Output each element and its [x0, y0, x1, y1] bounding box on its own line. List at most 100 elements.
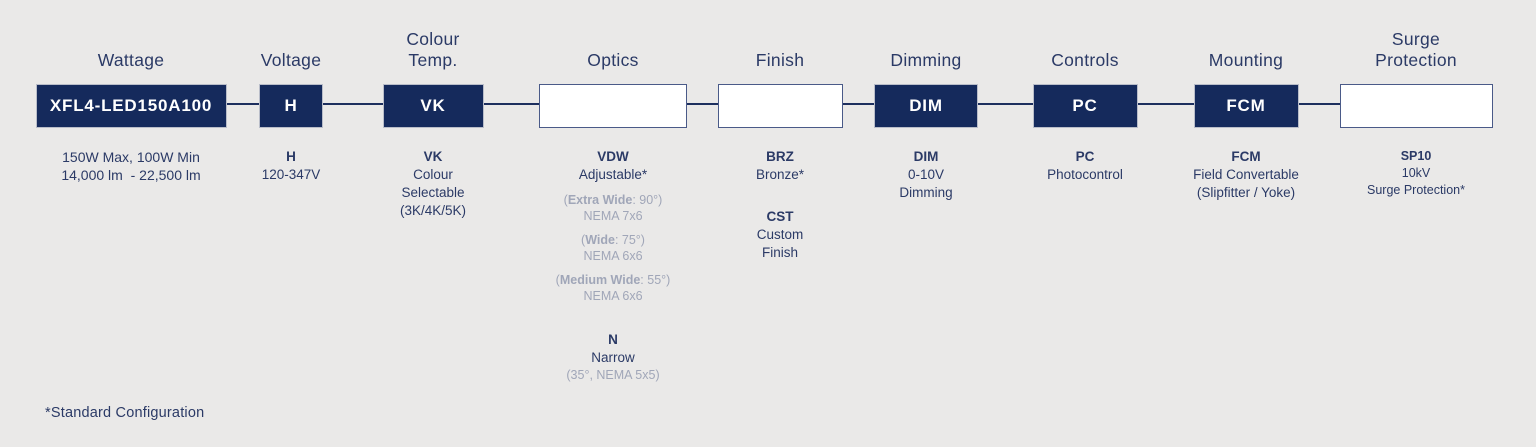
- note-line: FCM: [1231, 149, 1261, 164]
- note-line: (3K/4K/5K): [399, 203, 467, 218]
- column-header-line: Wattage: [97, 50, 165, 70]
- column-header-line: Dimming: [890, 50, 962, 70]
- code-box-label: H: [284, 96, 298, 115]
- column-header-line: Optics: [587, 50, 639, 70]
- column-header-line: Surge: [1391, 29, 1441, 49]
- note-line: 10kV: [1401, 166, 1431, 180]
- column-header-finish: Finish: [665, 50, 895, 71]
- column-header-optics: Optics: [498, 50, 728, 71]
- surge-protection-code-box: [1339, 84, 1493, 128]
- note-line-part: : 75°): [614, 233, 645, 247]
- column-notes: PC Photocontrol: [970, 148, 1200, 184]
- note-line-part: Extra Wide: [567, 193, 633, 207]
- column-header-line: Finish: [755, 50, 805, 70]
- column-notes: 150W Max, 100W Min 14,000 lm - 22,500 lm: [16, 148, 246, 184]
- note-block: FCM Field Convertable (Slipfitter / Yoke): [1131, 148, 1361, 202]
- note-line: SP10: [1400, 149, 1432, 163]
- note-line-part: Wide: [585, 233, 615, 247]
- note-line: (Medium Wide: 55°): [498, 272, 728, 288]
- wattage-code-box: XFL4-LED150A100: [35, 84, 227, 128]
- voltage-code-box: H: [259, 84, 323, 128]
- note-line: 14,000 lm - 22,500 lm: [61, 167, 201, 183]
- note-line: PC: [1075, 149, 1095, 164]
- note-line: (Slipfitter / Yoke): [1196, 185, 1296, 200]
- column-header-controls: Controls: [970, 50, 1200, 71]
- note-block: (Wide: 75°)NEMA 6x6: [498, 232, 728, 264]
- note-line: Dimming: [899, 185, 953, 200]
- note-block: (Medium Wide: 55°)NEMA 6x6: [498, 272, 728, 304]
- note-line: 150W Max, 100W Min: [62, 149, 200, 165]
- note-line: Field Convertable: [1193, 167, 1299, 182]
- note-line: Finish: [761, 245, 798, 260]
- note-line: Colour: [413, 167, 453, 182]
- column-header-line: Voltage: [260, 50, 322, 70]
- note-line-part: : 90°): [632, 193, 663, 207]
- note-line: Surge Protection*: [1367, 183, 1465, 197]
- column-header-line: Protection: [1375, 50, 1457, 70]
- note-line: (35°, NEMA 5x5): [566, 368, 660, 382]
- note-line-part: (: [581, 233, 586, 247]
- dimming-code-box: DIM: [874, 84, 978, 128]
- note-line: VDW: [597, 149, 629, 164]
- finish-code-box: [717, 84, 843, 128]
- note-line: NEMA 6x6: [583, 249, 643, 263]
- note-block: DIM 0-10V Dimming: [811, 148, 1041, 202]
- column-header-dimming: Dimming: [811, 50, 1041, 71]
- note-line: N: [608, 332, 618, 347]
- note-line: CST: [766, 209, 794, 224]
- note-line: DIM: [913, 149, 939, 164]
- note-line-part: (: [563, 193, 568, 207]
- note-line: Narrow: [591, 350, 635, 365]
- note-line: H: [286, 149, 296, 164]
- note-block: SP10 10kV Surge Protection*: [1301, 148, 1531, 199]
- note-block: 150W Max, 100W Min 14,000 lm - 22,500 lm: [16, 148, 246, 184]
- note-line: Photocontrol: [1047, 167, 1123, 182]
- column-header-line: Colour: [406, 29, 460, 49]
- note-block: VDW Adjustable*: [498, 148, 728, 184]
- note-line-part: (: [555, 273, 560, 287]
- note-block: PC Photocontrol: [970, 148, 1200, 184]
- colour-temp-code-box: VK: [382, 84, 484, 128]
- note-line: NEMA 6x6: [583, 289, 643, 303]
- column-notes: DIM 0-10V Dimming: [811, 148, 1041, 202]
- code-box-label: VK: [420, 96, 446, 115]
- code-box-label: DIM: [909, 96, 943, 115]
- column-header-wattage: Wattage: [16, 50, 246, 71]
- column-header-line: Mounting: [1208, 50, 1284, 70]
- note-block: (Extra Wide: 90°) NEMA 7x6: [498, 192, 728, 224]
- column-header-mounting: Mounting: [1131, 50, 1361, 71]
- note-line: Adjustable*: [578, 167, 648, 182]
- column-notes: SP10 10kV Surge Protection*: [1301, 148, 1531, 199]
- column-header-line: Temp.: [408, 50, 458, 70]
- code-box-label: XFL4-LED150A100: [49, 96, 213, 115]
- note-line: 0-10V: [907, 167, 945, 182]
- note-block: N Narrow (35°, NEMA 5x5): [498, 331, 728, 383]
- note-line: Bronze*: [755, 167, 805, 182]
- note-line-part: : 55°): [640, 273, 671, 287]
- optics-code-box: [539, 84, 687, 128]
- note-line-part: Medium Wide: [559, 273, 641, 287]
- column-notes: FCM Field Convertable (Slipfitter / Yoke): [1131, 148, 1361, 202]
- note-line: NEMA 7x6: [583, 209, 643, 223]
- note-line: (Wide: 75°): [498, 232, 728, 248]
